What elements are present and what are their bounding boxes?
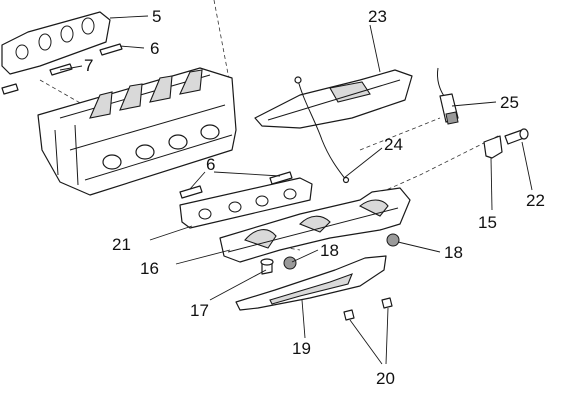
heat-shield-bolts	[343, 297, 393, 321]
callout-leaders	[59, 15, 533, 365]
exhaust-manifold	[219, 187, 411, 263]
callout-6-lower: 6	[206, 155, 215, 174]
callout-20: 20	[376, 369, 395, 388]
manifold-nuts	[283, 233, 400, 270]
callout-25: 25	[500, 93, 519, 112]
sensor-bracket	[483, 135, 503, 159]
manifold-bolt	[260, 258, 274, 275]
manifold-studs-upper	[1, 43, 123, 95]
exhaust-manifold-gasket	[179, 177, 313, 229]
lower-heat-shield	[235, 255, 387, 311]
intake-manifold-gasket	[1, 11, 111, 75]
callout-18-right: 18	[444, 243, 463, 262]
bracket-bolt	[504, 128, 529, 145]
oxygen-sensor	[437, 67, 459, 125]
cylinder-head	[37, 67, 237, 196]
dipstick-tube	[294, 76, 350, 184]
callout-17: 17	[190, 301, 209, 320]
callout-16: 16	[140, 259, 159, 278]
callout-22: 22	[526, 191, 545, 210]
callout-21: 21	[112, 235, 131, 254]
callout-7: 7	[84, 56, 93, 75]
callout-15: 15	[478, 213, 497, 232]
manifold-studs-lower	[179, 171, 293, 199]
callout-23: 23	[368, 7, 387, 26]
callout-24: 24	[384, 135, 403, 154]
callout-6-upper: 6	[150, 39, 159, 58]
callout-labels: 5 6 7 23 25 24 6 15 22 21 18 18 16 17 19…	[84, 7, 545, 388]
callout-18-left: 18	[320, 241, 339, 260]
upper-heat-shield	[254, 69, 413, 129]
callout-19: 19	[292, 339, 311, 358]
callout-5: 5	[152, 7, 161, 26]
